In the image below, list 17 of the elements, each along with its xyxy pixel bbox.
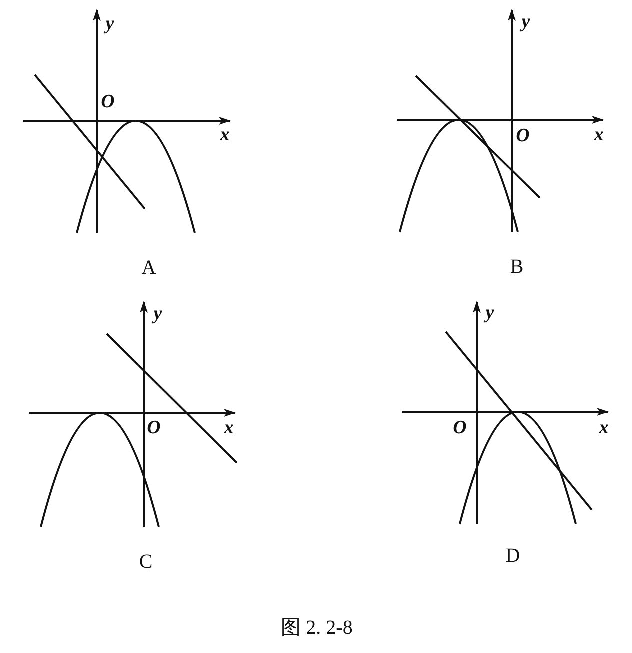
origin-label: O [516,126,530,146]
origin-label: O [101,92,115,112]
option-label: B [510,257,524,277]
axis-label: y [154,304,162,324]
axis-label: x [599,418,609,438]
origin-label: O [453,418,467,438]
option-label: D [506,546,520,566]
axis-label: y [486,304,494,322]
axis-label: y [522,12,530,32]
axis-label: x [594,126,604,144]
axis-label: y [106,14,114,34]
option-label: A [142,258,156,278]
option-label: C [139,552,153,572]
origin-label: O [147,418,161,438]
figure-caption: 图 2. 2-8 [281,618,353,638]
axis-label: x [224,418,234,438]
axis-label: x [220,126,230,144]
